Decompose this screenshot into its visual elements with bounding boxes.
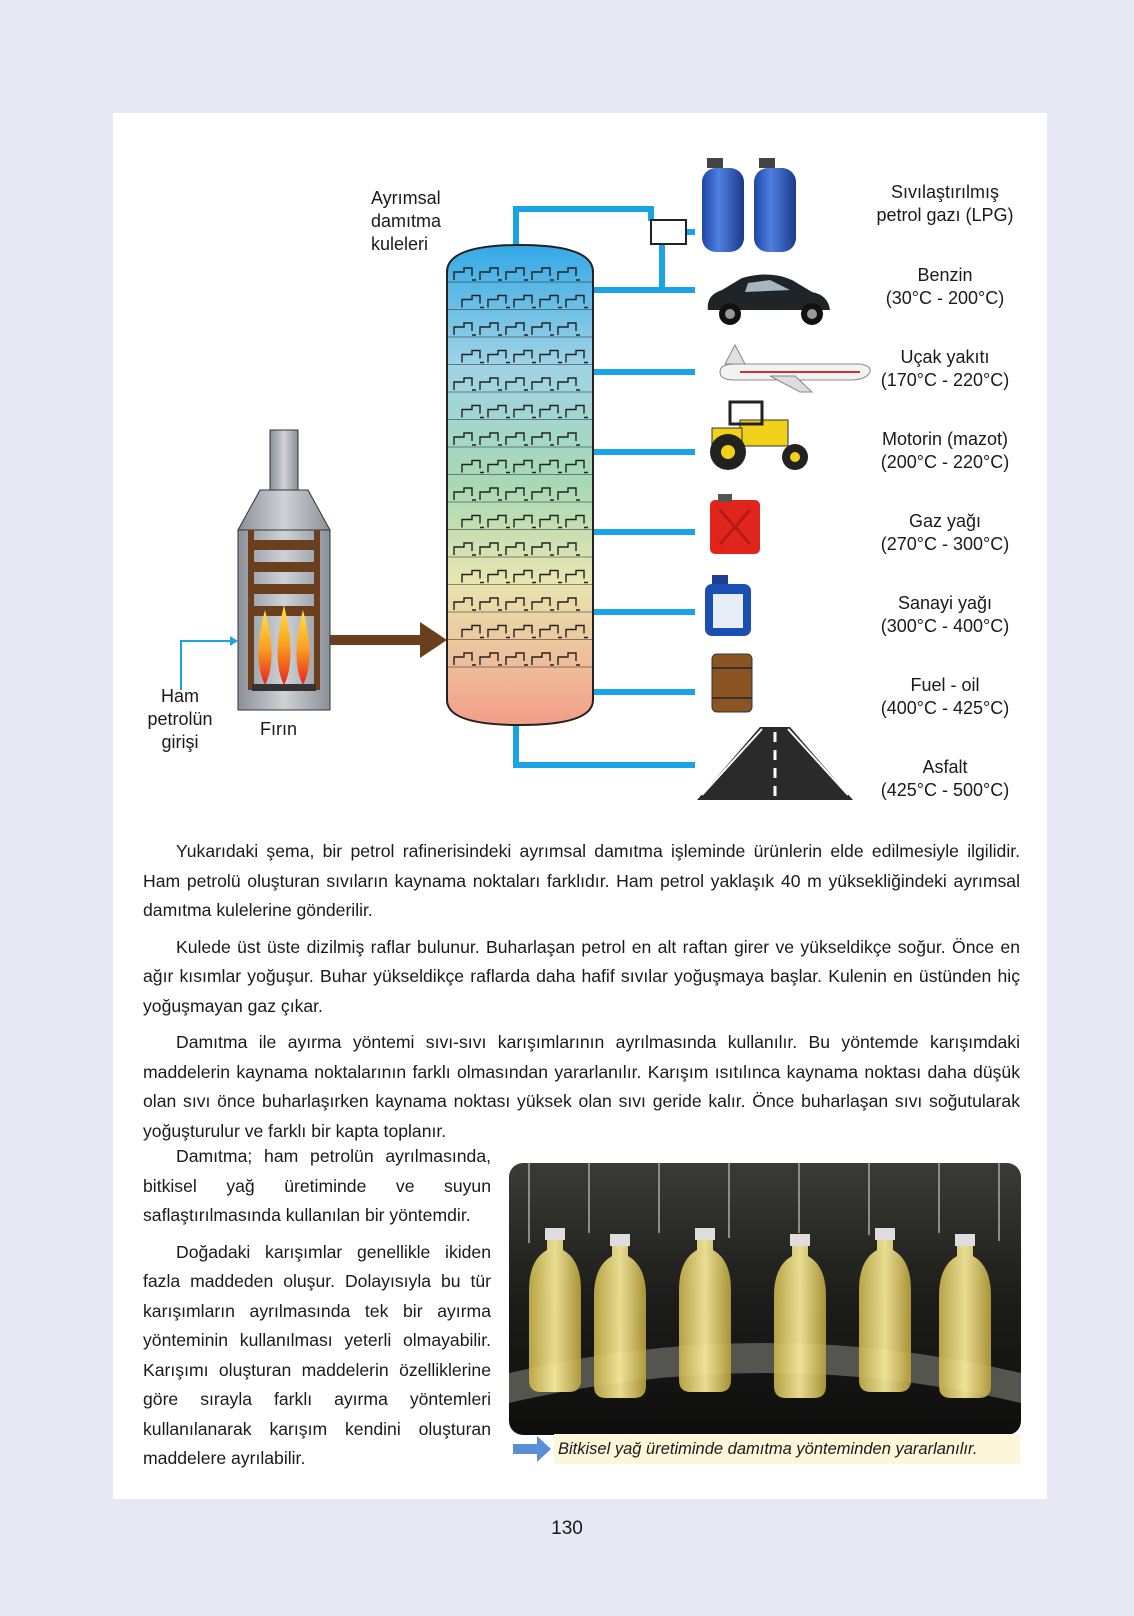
oil-bottle-icon — [705, 575, 751, 636]
paragraph: Kulede üst üste dizilmiş raflar bulunur.… — [143, 936, 1020, 1016]
product-label-benzin: Benzin(30°C - 200°C) — [885, 265, 1005, 308]
input-label: Ham petrolün girişi — [147, 686, 213, 752]
pipe-network — [513, 206, 695, 768]
paragraph: Damıtma; ham petrolün ayrılmasında, bitk… — [143, 1146, 491, 1225]
paragraph: Doğadaki karışımlar genellikle ikiden fa… — [143, 1241, 491, 1469]
car-icon — [707, 274, 830, 325]
gas-cylinder-icon — [702, 158, 796, 252]
arrow-right-icon — [513, 1436, 551, 1462]
oil-bottling-photo — [509, 1163, 1021, 1435]
product-label-asphalt: Asfalt(425°C - 500°C) — [880, 757, 1010, 800]
side-text: Damıtma; ham petrolün ayrılmasında, bitk… — [143, 1142, 491, 1474]
airplane-icon — [719, 343, 871, 393]
paragraph: Damıtma ile ayırma yöntemi sıvı-sıvı kar… — [143, 1032, 1020, 1141]
crude-oil-arrow — [330, 622, 447, 658]
paragraph: Yukarıdaki şema, bir petrol rafinerisind… — [143, 841, 1020, 920]
body-text: Yukarıdaki şema, bir petrol rafinerisind… — [143, 837, 1020, 1146]
furnace-label: Fırın — [260, 719, 298, 739]
page-number: 130 — [551, 1518, 583, 1539]
product-label-jet-fuel: Uçak yakıtı(170°C - 220°C) — [880, 347, 1010, 390]
road-icon — [697, 727, 853, 800]
furnace — [237, 429, 331, 711]
photo-caption: Bitkisel yağ üretiminde damıtma yöntemin… — [554, 1434, 1020, 1464]
distillation-diagram — [180, 158, 871, 800]
product-label-industrial-oil: Sanayi yağı(300°C - 400°C) — [880, 593, 1010, 636]
tractor-icon — [710, 400, 808, 470]
product-label-kerosene: Gaz yağı(270°C - 300°C) — [880, 511, 1010, 554]
product-label-fuel-oil: Fuel - oil(400°C - 425°C) — [880, 675, 1010, 718]
product-label-diesel: Motorin (mazot)(200°C - 220°C) — [880, 429, 1010, 472]
gas-separator-box — [650, 219, 687, 245]
input-arrow — [180, 636, 238, 690]
distillation-tower — [446, 243, 594, 727]
tower-label: Ayrımsal damıtma kuleleri — [371, 188, 442, 254]
jerrycan-icon — [710, 494, 760, 554]
barrel-icon — [711, 653, 753, 713]
